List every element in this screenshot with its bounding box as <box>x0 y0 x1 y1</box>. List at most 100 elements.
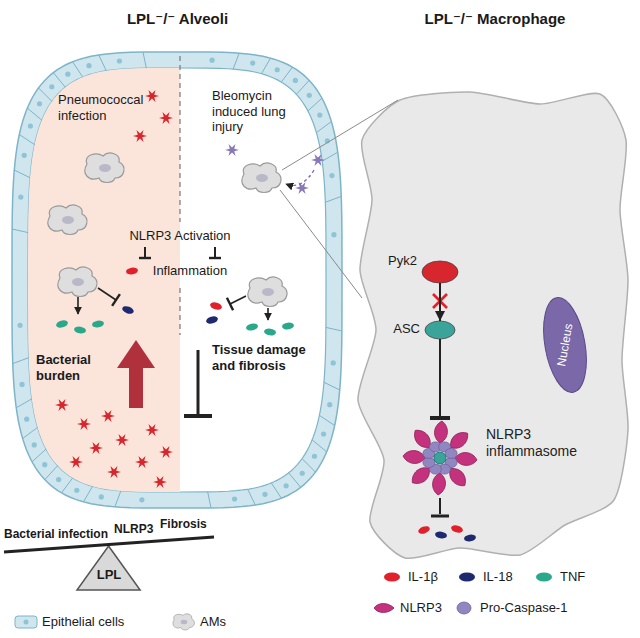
cell-nucleus <box>42 462 47 467</box>
pneumococci <box>159 446 173 458</box>
inflammasome-shape <box>403 421 477 495</box>
pneumococci <box>77 418 91 430</box>
adaptor-oval-outline <box>425 321 455 339</box>
signal-arrows <box>77 297 79 314</box>
cell-nucleus <box>275 67 280 72</box>
cytokines <box>450 524 463 534</box>
inhibition-bars <box>112 294 120 306</box>
cytokines <box>55 319 68 329</box>
legend-swatch <box>532 567 556 587</box>
inhibition-bars <box>209 257 221 259</box>
cell-border <box>27 108 42 120</box>
cell-border <box>296 80 309 94</box>
cytokines <box>55 267 476 543</box>
cell-nucleus <box>329 173 334 178</box>
cell-border <box>316 121 331 132</box>
bleomycin-particles <box>311 154 325 166</box>
pneumococci <box>145 90 159 102</box>
cell-nucleus <box>28 123 33 128</box>
pneumococci <box>55 399 69 411</box>
cell-nucleus <box>307 93 312 98</box>
cell-border <box>248 489 256 505</box>
cell-border <box>115 491 121 507</box>
cell-border <box>23 427 38 438</box>
cell-nucleus <box>32 442 37 447</box>
cell-border <box>45 466 58 480</box>
cell-nucleus <box>262 492 267 497</box>
inhibition-bars <box>197 350 200 414</box>
legend-text: NLRP3 <box>400 600 442 616</box>
cell-nucleus <box>293 78 298 83</box>
asc-core <box>434 452 446 464</box>
cell-nucleus <box>209 58 214 63</box>
cell-border <box>16 399 32 408</box>
legend-swatch <box>172 612 196 632</box>
cell-border <box>271 483 281 498</box>
balance-label: Fibrosis <box>160 517 220 531</box>
cell-nucleus <box>65 72 70 77</box>
cell-border <box>261 58 270 74</box>
cell-border <box>281 67 292 82</box>
node-label: Pyk2 <box>388 253 417 269</box>
balance-label: NLRP3 <box>114 522 164 536</box>
cytokines <box>92 320 105 329</box>
signal-arrows <box>78 297 268 320</box>
cell-nucleus <box>49 84 54 89</box>
legend-entry: AMs <box>172 612 312 632</box>
legend-swatch <box>384 573 400 582</box>
cell-nucleus <box>327 402 332 407</box>
legend-swatch <box>372 598 396 618</box>
cell-nucleus <box>312 454 317 459</box>
epithelial-symbol <box>24 620 29 625</box>
cell-nucleus <box>250 60 255 65</box>
cell-nucleus <box>117 58 122 63</box>
cell-nucleus <box>331 360 336 365</box>
inhibition-bars <box>184 414 212 418</box>
cell-nucleus <box>37 101 42 106</box>
legend-text: IL-18 <box>483 569 513 585</box>
macrophage-symbol <box>173 614 194 630</box>
alveolar-macrophages <box>48 153 287 306</box>
cell-nucleus <box>18 195 23 200</box>
stimulus-label: Pneumococcal infection <box>58 92 153 123</box>
macrophage-cell-outline <box>352 8 638 568</box>
legend-text: TNF <box>560 569 585 585</box>
zoom-lines <box>282 100 398 170</box>
node-label: NLRP3 inflammasome <box>486 426 596 460</box>
legend-text: AMs <box>200 614 226 630</box>
pneumococci <box>135 456 149 468</box>
bacterial-burden-arrow <box>129 362 143 408</box>
kinase-oval: Pyk2 <box>422 261 458 283</box>
stimulus-label: Bleomycin induced lung injury <box>212 88 296 135</box>
bacterial-burden-arrow <box>117 340 155 368</box>
cell-nucleus <box>232 496 237 501</box>
cell-nucleus <box>300 471 305 476</box>
pneumococci <box>133 130 147 142</box>
legend-swatch <box>452 598 476 618</box>
cell-border <box>322 152 338 161</box>
cell-nucleus <box>284 483 289 488</box>
inhibition-bars <box>139 257 151 259</box>
legend-text: Epithelial cells <box>42 614 124 630</box>
cell-nucleus <box>19 382 24 387</box>
legend-swatch <box>459 573 475 582</box>
inhibition-bars <box>230 296 246 304</box>
node-label: ASC <box>393 321 420 337</box>
nlrp3-subunit <box>455 452 477 465</box>
process-label: NLRP3 Activation <box>105 228 255 244</box>
cell-nucleus <box>22 153 27 158</box>
cytokines <box>126 267 139 276</box>
pneumococci <box>101 410 115 422</box>
lpl-triangle: LPL <box>77 546 140 590</box>
cell-border <box>233 53 239 69</box>
legend-swatch <box>14 612 38 632</box>
cytokines <box>74 326 87 335</box>
bleomycin-particles <box>225 144 239 156</box>
inhibition-bars <box>214 247 216 258</box>
fulcrum-shape <box>77 546 140 590</box>
bleomycin-uptake-arrow <box>286 170 314 185</box>
cell-nucleus <box>74 488 79 493</box>
legend-entry: Pro-Caspase-1 <box>452 598 592 618</box>
cell-border <box>62 478 73 493</box>
cell-nucleus <box>331 232 336 237</box>
